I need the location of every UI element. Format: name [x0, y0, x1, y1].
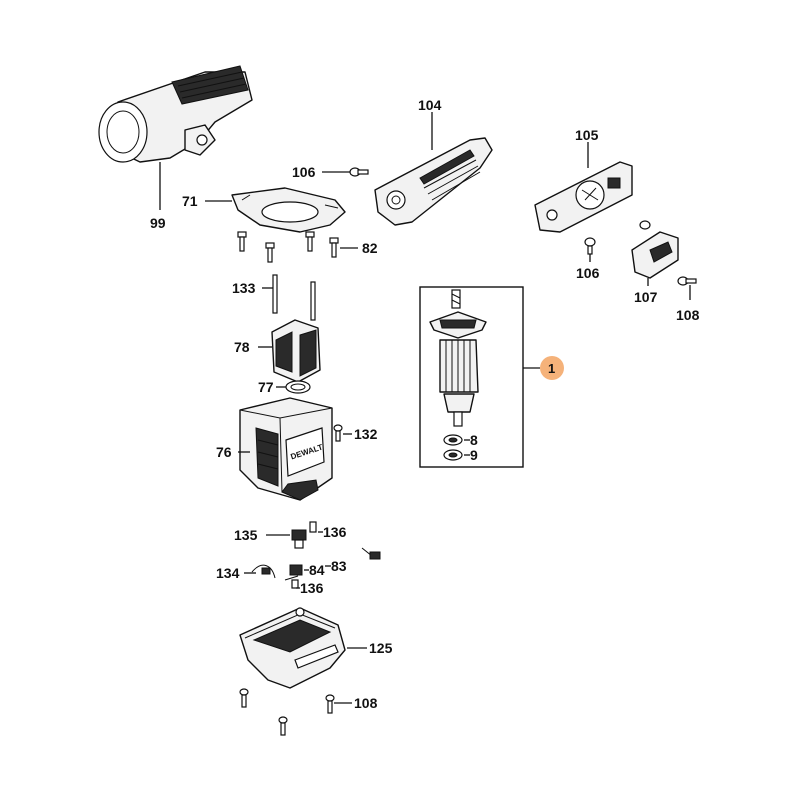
label-134: 134 — [216, 565, 240, 581]
label-76: 76 — [216, 444, 232, 460]
label-105: 105 — [575, 127, 599, 143]
part-105-switch-plate[interactable] — [534, 161, 633, 233]
part-106-screw-right[interactable] — [584, 237, 596, 255]
label-136b: 136 — [300, 580, 324, 596]
part-8-bearing[interactable] — [443, 434, 463, 446]
part-71-plate[interactable] — [231, 187, 346, 233]
label-84: 84 — [309, 562, 325, 578]
label-133: 133 — [232, 280, 256, 296]
label-82: 82 — [362, 240, 378, 256]
armature-kit-box — [419, 286, 524, 468]
label-99: 99 — [150, 215, 166, 231]
part-135-brush-holder[interactable] — [291, 529, 307, 549]
part-104-cover[interactable] — [374, 137, 493, 226]
part-107-knob[interactable] — [631, 220, 679, 279]
part-1-armature[interactable] — [429, 289, 487, 427]
label-108a: 108 — [676, 307, 700, 323]
label-132: 132 — [354, 426, 378, 442]
part-99-housing[interactable] — [98, 65, 253, 163]
part-77-ring[interactable] — [285, 380, 311, 394]
part-125-end-cap[interactable] — [239, 607, 346, 689]
part-78-field[interactable] — [271, 319, 321, 383]
label-106a: 106 — [292, 164, 316, 180]
label-107: 107 — [634, 289, 658, 305]
part-133-rods[interactable] — [272, 274, 316, 321]
label-71: 71 — [182, 193, 198, 209]
label-83: 83 — [331, 558, 347, 574]
part-108-screw-group-bottom[interactable] — [239, 688, 335, 736]
part-9-bearing[interactable] — [443, 449, 463, 461]
label-125: 125 — [369, 640, 393, 656]
part-134-brush-lead[interactable] — [251, 564, 276, 579]
callout-1-badge[interactable] — [540, 356, 564, 380]
part-136-clip-top[interactable] — [309, 521, 317, 533]
part-76-motor-housing[interactable]: DEWALT — [239, 397, 333, 501]
part-108-screw-right[interactable] — [677, 276, 697, 286]
part-132-screw[interactable] — [333, 424, 343, 442]
label-135: 135 — [234, 527, 258, 543]
label-106b: 106 — [576, 265, 600, 281]
label-104: 104 — [418, 97, 442, 113]
screw-group-82[interactable] — [237, 231, 339, 263]
part-106-screw-top[interactable] — [349, 167, 369, 177]
part-136-clip-bottom[interactable] — [291, 579, 299, 589]
label-78: 78 — [234, 339, 250, 355]
label-8: 8 — [470, 432, 478, 448]
label-136a: 136 — [323, 524, 347, 540]
label-108b: 108 — [354, 695, 378, 711]
label-1: 1 — [548, 361, 555, 376]
part-83-spring[interactable] — [361, 547, 381, 560]
label-9: 9 — [470, 447, 478, 463]
part-84-brush[interactable] — [284, 564, 303, 581]
label-77: 77 — [258, 379, 274, 395]
